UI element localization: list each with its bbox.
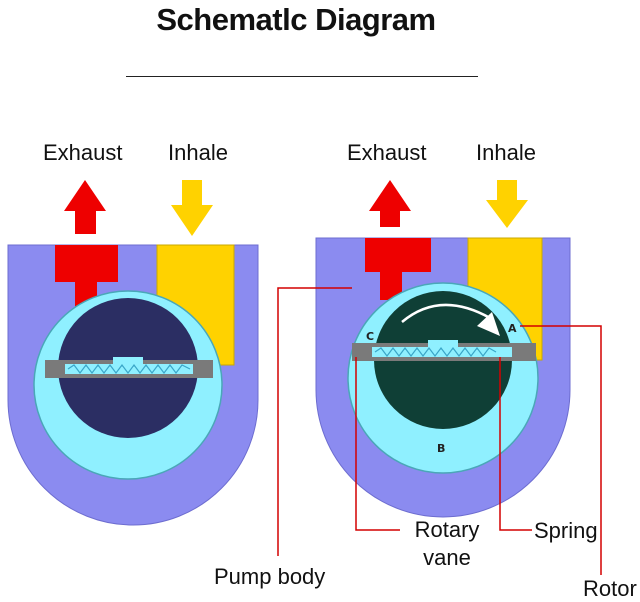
left-exhaust-label: Exhaust bbox=[43, 140, 123, 165]
right-exhaust-stem bbox=[380, 270, 402, 300]
rotary-vane-label: Rotary vane bbox=[404, 516, 490, 572]
page-title: Schematlc Diagram bbox=[156, 2, 436, 37]
rotary-vane-label-line2: vane bbox=[423, 545, 471, 570]
right-spring bbox=[374, 347, 497, 357]
left-spring bbox=[67, 364, 191, 374]
rotor-label: Rotor bbox=[583, 576, 637, 601]
point-c-label: C bbox=[366, 330, 374, 343]
rotation-arrow-icon bbox=[401, 303, 491, 323]
point-b-label: B bbox=[437, 442, 445, 455]
spring-callout-line bbox=[499, 357, 532, 531]
right-vane-slot bbox=[372, 347, 512, 357]
rotary-vane-callout-line bbox=[355, 357, 400, 531]
left-exhaust-port bbox=[55, 245, 118, 282]
title-underline bbox=[126, 76, 478, 77]
right-inhale-label: Inhale bbox=[476, 140, 536, 165]
spring-label: Spring bbox=[534, 518, 598, 543]
left-vane-core bbox=[113, 357, 143, 365]
right-exhaust-label: Exhaust bbox=[347, 140, 427, 165]
left-exhaust-arrow bbox=[64, 180, 106, 234]
right-vane-core bbox=[428, 340, 458, 348]
right-exhaust-arrow bbox=[369, 180, 411, 227]
left-pump bbox=[7, 180, 259, 526]
right-pump: C A B bbox=[315, 180, 571, 518]
rotation-arrowhead-icon bbox=[477, 312, 500, 336]
pump-body-label: Pump body bbox=[214, 564, 326, 589]
left-inhale-label: Inhale bbox=[168, 140, 228, 165]
right-exhaust-port bbox=[365, 238, 431, 272]
pump-body-callout-line bbox=[277, 287, 352, 556]
rotor-callout-line bbox=[520, 325, 602, 575]
callout-lines bbox=[277, 287, 602, 575]
point-a-label: A bbox=[508, 322, 517, 335]
rotary-vane-label-line1: Rotary bbox=[414, 517, 480, 542]
left-inhale-arrow bbox=[171, 180, 213, 236]
left-vane-slot bbox=[65, 364, 193, 374]
right-inhale-arrow bbox=[486, 180, 528, 228]
